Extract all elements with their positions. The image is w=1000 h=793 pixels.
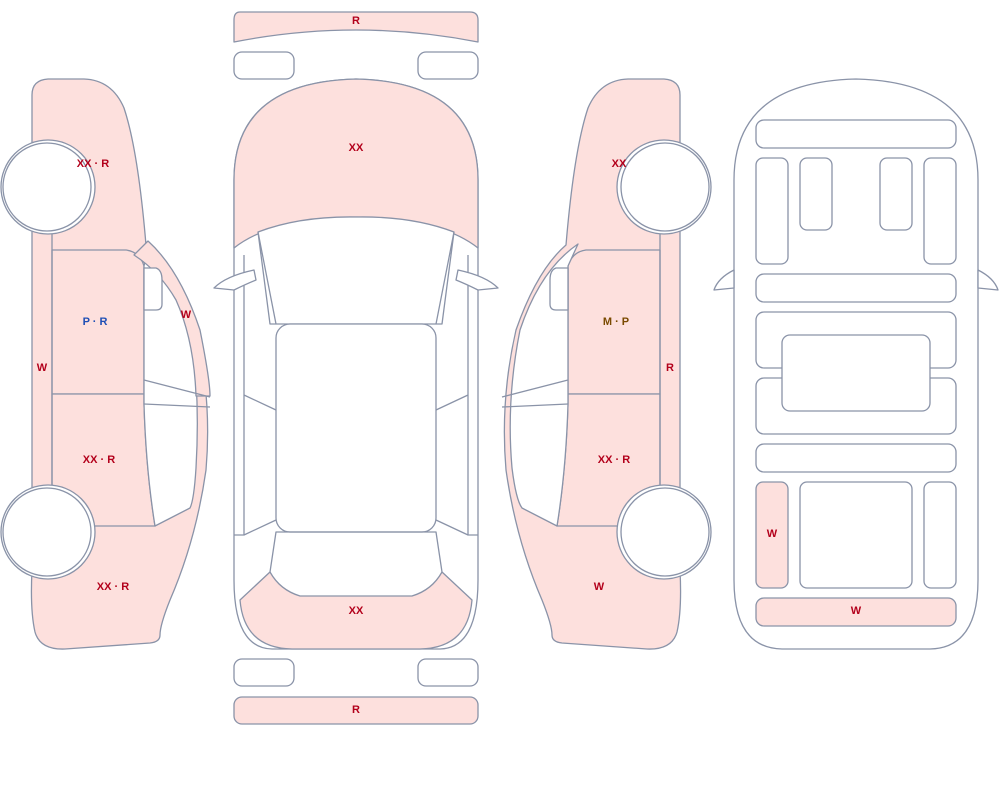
interior-right-mirror[interactable]	[977, 269, 999, 291]
left-side-view: XX · R P · R W W XX · R XX · R	[0, 78, 211, 650]
rear-left-seat[interactable]	[755, 481, 789, 589]
right-front-fender-label: XX	[612, 158, 627, 170]
rear-seat-bar[interactable]	[755, 443, 957, 473]
right-rear-door-label: XX · R	[598, 454, 630, 466]
left-window-divider	[143, 379, 211, 408]
left-front-door-label: P · R	[83, 316, 108, 328]
front-bumper-label: R	[352, 15, 360, 27]
right-window-frame	[509, 243, 579, 527]
dashboard[interactable]	[755, 119, 957, 149]
rear-bench-label: W	[851, 605, 862, 617]
interior-left-mirror[interactable]	[713, 269, 735, 291]
right-rocker-label: R	[666, 362, 674, 374]
left-a-pillar-strip[interactable]	[133, 240, 211, 397]
right-side-view: XX M · P R XX · R W	[501, 78, 712, 650]
right-side-windows	[435, 231, 478, 536]
left-rear-door-label: XX · R	[83, 454, 115, 466]
left-rear-wheel[interactable]	[2, 487, 92, 577]
left-rear-quarter-label: XX · R	[97, 581, 129, 593]
right-front-door-label: M · P	[603, 316, 629, 328]
rear-center-seat[interactable]	[799, 481, 913, 589]
interior-view: W W	[713, 78, 999, 650]
left-front-fender-label: XX · R	[77, 158, 109, 170]
right-mirror[interactable]	[549, 267, 569, 311]
left-mirror[interactable]	[143, 267, 163, 311]
hood-label: XX	[349, 142, 364, 154]
front-left-lamp[interactable]	[233, 51, 295, 80]
front-right-lamp[interactable]	[417, 51, 479, 80]
left-front-wheel[interactable]	[2, 142, 92, 232]
rear-window	[269, 531, 443, 573]
rear-right-seat[interactable]	[923, 481, 957, 589]
front-right-seat-inner[interactable]	[879, 157, 913, 231]
top-right-mirror[interactable]	[455, 269, 499, 291]
front-right-seat-outer[interactable]	[923, 157, 957, 265]
trunk-panel[interactable]	[239, 571, 473, 650]
left-rocker-label: W	[37, 362, 48, 374]
front-bumper[interactable]	[233, 11, 479, 43]
left-a-pillar-label: W	[181, 309, 192, 321]
front-left-seat-inner[interactable]	[799, 157, 833, 231]
rear-bench[interactable]	[755, 597, 957, 627]
right-rear-wheel[interactable]	[620, 487, 710, 577]
trunk-label: XX	[349, 605, 364, 617]
front-seat-bar[interactable]	[755, 273, 957, 303]
top-left-mirror[interactable]	[213, 269, 257, 291]
right-rear-quarter-label: W	[594, 581, 605, 593]
top-view: R XX XX R	[213, 11, 499, 725]
roof-panel[interactable]	[275, 323, 437, 533]
right-window-divider	[501, 379, 569, 408]
front-left-seat-outer[interactable]	[755, 157, 789, 265]
rear-left-seat-label: W	[767, 528, 778, 540]
rear-right-lamp[interactable]	[417, 658, 479, 687]
center-console[interactable]	[781, 334, 931, 412]
rear-bumper[interactable]	[233, 696, 479, 725]
rear-bumper-label: R	[352, 704, 360, 716]
rear-left-lamp[interactable]	[233, 658, 295, 687]
right-front-wheel[interactable]	[620, 142, 710, 232]
windshield	[257, 216, 455, 325]
left-side-windows	[234, 231, 277, 536]
